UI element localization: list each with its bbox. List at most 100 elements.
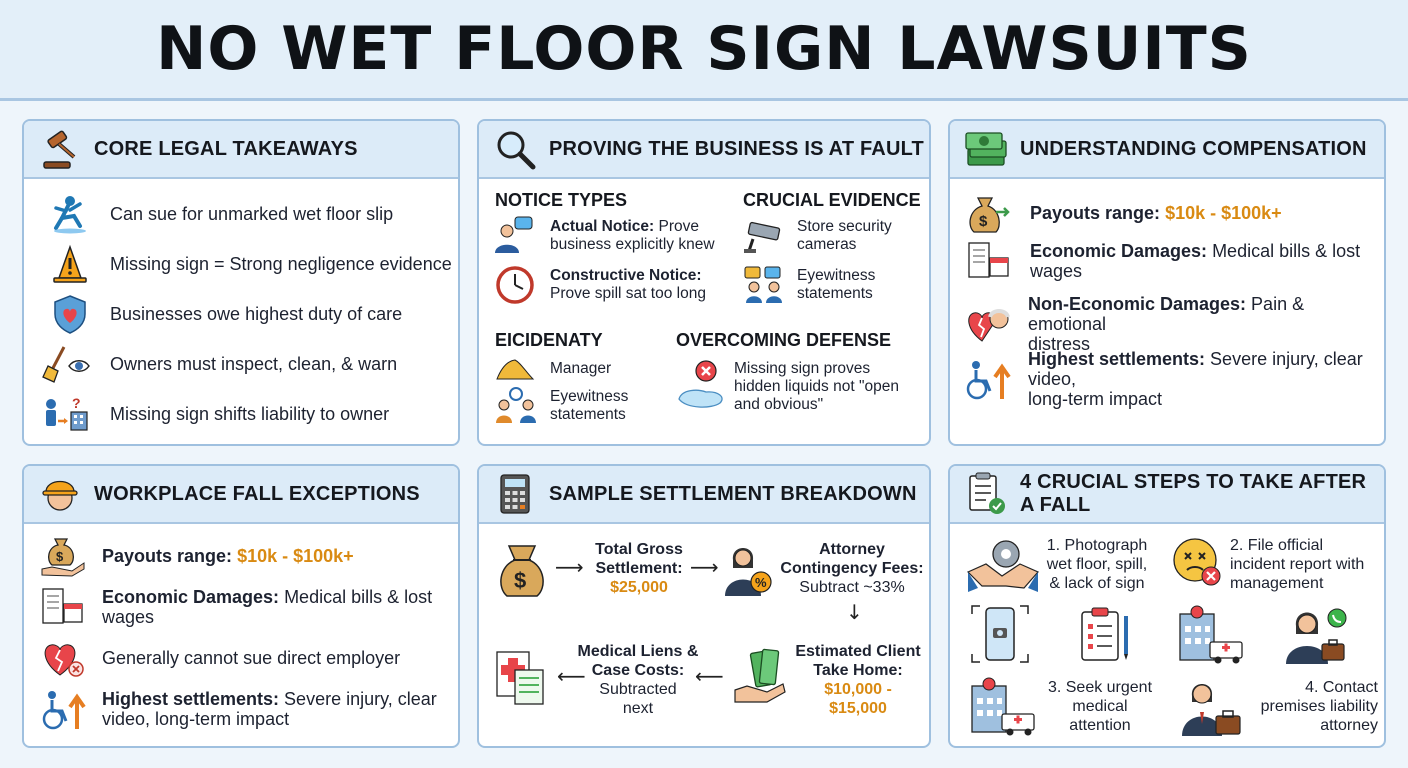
defense-line: and obvious"	[734, 396, 824, 413]
takeaway-text: Businesses owe highest duty of care	[110, 304, 403, 324]
liens-line: Subtracted	[599, 681, 677, 698]
bill-calendar-icon	[968, 242, 1009, 278]
slip-fall-icon	[54, 196, 86, 234]
caution-cone-icon	[53, 244, 87, 283]
highest-settlements-text: Highest settlements: Severe injury, clea…	[102, 689, 437, 729]
actual-notice-label: Actual Notice:	[550, 218, 655, 235]
x-mark-puddle-icon	[678, 360, 723, 408]
takeaway-text: Missing sign = Strong negligence evidenc…	[110, 254, 452, 274]
handshake-gear-icon	[966, 540, 1039, 592]
svg-text:?: ?	[72, 395, 81, 411]
checklist-icon	[969, 472, 1005, 514]
title-banner: NO WET FLOOR SIGN LAWSUITS	[0, 0, 1408, 101]
highest-settlements-label: Highest settlements:	[102, 689, 280, 709]
workplace-exceptions-panel: WORKPLACE FALL EXCEPTIONS $ Payouts rang…	[22, 464, 460, 748]
highest-settlements-desc: Severe injury, clear	[279, 689, 437, 709]
svg-text:$: $	[514, 568, 526, 593]
step-3-text: 3. Seek urgent medical attention	[1036, 678, 1164, 735]
eyewitness-evidence-text: Eyewitness statements	[797, 267, 875, 303]
manager-text: Manager	[550, 360, 612, 377]
panel-title: CORE LEGAL TAKEAWAYS	[94, 137, 358, 160]
broken-heart-head-icon	[968, 309, 1010, 342]
proving-fault-panel: PROVING THE BUSINESS IS AT FAULT NOTICE …	[477, 119, 931, 446]
money-bag-hand-icon: $	[41, 538, 85, 577]
crucial-steps-panel: 4 CRUCIAL STEPS TO TAKE AFTER A FALL 1. …	[948, 464, 1386, 748]
shield-heart-icon	[54, 295, 86, 334]
medical-liens-text: Medical Liens & Case Costs: Subtracted n…	[577, 642, 699, 718]
eyewitness-statements-line: statements	[550, 406, 626, 423]
step-line: attention	[1069, 717, 1131, 734]
attorney-line: Subtract ~33%	[799, 579, 905, 596]
arrow-right-icon: ⟶	[690, 555, 719, 579]
actual-notice-desc: business explicitly knew	[550, 236, 715, 253]
core-legal-takeaways-panel: CORE LEGAL TAKEAWAYS Can sue for unmarke…	[22, 119, 460, 446]
eyewitness-evidence-line: statements	[797, 285, 873, 302]
step-line: attorney	[1320, 717, 1378, 734]
distressed-face-icon	[1173, 538, 1221, 586]
list-item: Missing sign = Strong negligence evidenc…	[48, 242, 452, 286]
step-line: incident report with	[1230, 556, 1365, 573]
cash-stack-icon	[965, 132, 1007, 166]
client-value: $10,000 -	[824, 681, 892, 698]
hospital-ambulance-icon	[971, 677, 1035, 736]
attorney-fees-text: Attorney Contingency Fees: Subtract ~33%	[775, 540, 929, 597]
client-line: Estimated Client	[795, 643, 921, 660]
client-take-home-text: Estimated Client Take Home: $10,000 - $1…	[783, 642, 929, 718]
step-4-text: 4. Contact premises liability attorney	[1240, 678, 1378, 735]
defense-line: Missing sign proves	[734, 360, 871, 377]
constructive-notice-label: Constructive Notice:	[550, 267, 702, 284]
list-item: Economic Damages: Medical bills & lost w…	[40, 585, 458, 629]
eyewitness-statements-text: Eyewitness statements	[550, 388, 628, 424]
client-value: $15,000	[829, 700, 887, 717]
panel-title: WORKPLACE FALL EXCEPTIONS	[94, 482, 420, 505]
arrow-down-icon: ↓	[846, 600, 863, 624]
list-item: $ Payouts range: $10k - $100k+	[40, 534, 354, 578]
panel-header: SAMPLE SETTLEMENT BREAKDOWN	[479, 466, 929, 524]
payout-text: Payouts range: $10k - $100k+	[1030, 203, 1282, 223]
actual-notice-desc: Prove	[654, 218, 700, 235]
step-2-text: 2. File official incident report with ma…	[1230, 536, 1380, 593]
gross-line: Settlement:	[595, 560, 683, 577]
money-bag-icon: $	[969, 197, 1010, 233]
list-item: $ Payouts range: $10k - $100k+	[966, 191, 1282, 235]
crucial-evidence-title: CRUCIAL EVIDENCE	[743, 190, 921, 210]
highest-settlements-desc: long-term impact	[1028, 389, 1163, 409]
step-line: 3. Seek urgent	[1047, 679, 1153, 696]
gross-value: $25,000	[610, 579, 668, 596]
constructive-notice-desc: Prove spill sat too long	[550, 285, 706, 302]
defense-line: hidden liquids not "open	[734, 378, 899, 395]
panel-title: PROVING THE BUSINESS IS AT FAULT	[549, 137, 924, 160]
attorney-line: Contingency Fees:	[780, 560, 924, 577]
non-economic-desc: distress	[1028, 334, 1091, 354]
attorney-line: Attorney	[819, 541, 885, 558]
panel-header: PROVING THE BUSINESS IS AT FAULT	[479, 121, 929, 179]
camera-evidence-line: cameras	[797, 236, 857, 253]
step-line: medical	[1072, 698, 1128, 715]
liens-line: Case Costs:	[591, 662, 685, 679]
panel-header: UNDERSTANDING COMPENSATION	[950, 121, 1384, 179]
panel-header: CORE LEGAL TAKEAWAYS	[24, 121, 458, 179]
highest-settlements-text: Highest settlements: Severe injury, clea…	[1028, 349, 1384, 409]
step-line: management	[1230, 575, 1324, 592]
attorney-percent-icon: %	[725, 548, 772, 596]
economic-desc: Medical bills & lost wages	[1030, 241, 1361, 281]
list-item: Economic Damages: Medical bills & lost w…	[966, 239, 1384, 283]
businessman-speech-icon	[495, 216, 533, 253]
wheelchair-up-icon	[966, 361, 1011, 400]
svg-text:$: $	[979, 213, 988, 230]
notice-types-title: NOTICE TYPES	[495, 190, 628, 210]
step-line: 2. File official	[1230, 537, 1324, 554]
list-item: ? Missing sign shifts liability to owner	[42, 392, 389, 436]
magnifier-icon	[497, 131, 536, 170]
arrow-left-icon: ⟵	[557, 664, 586, 688]
eyewitness-evidence-line: Eyewitness	[797, 267, 876, 284]
step-line: 1. Photograph	[1046, 537, 1148, 554]
clock-icon	[496, 266, 534, 304]
clipboard-pen-icon	[1081, 607, 1128, 661]
eyewitness-icon	[744, 266, 782, 303]
list-item: Can sue for unmarked wet floor slip	[48, 192, 393, 236]
step-line: premises liability	[1260, 698, 1378, 715]
panel-header: 4 CRUCIAL STEPS TO TAKE AFTER A FALL	[950, 466, 1384, 524]
spill-puddle-icon	[496, 359, 535, 380]
